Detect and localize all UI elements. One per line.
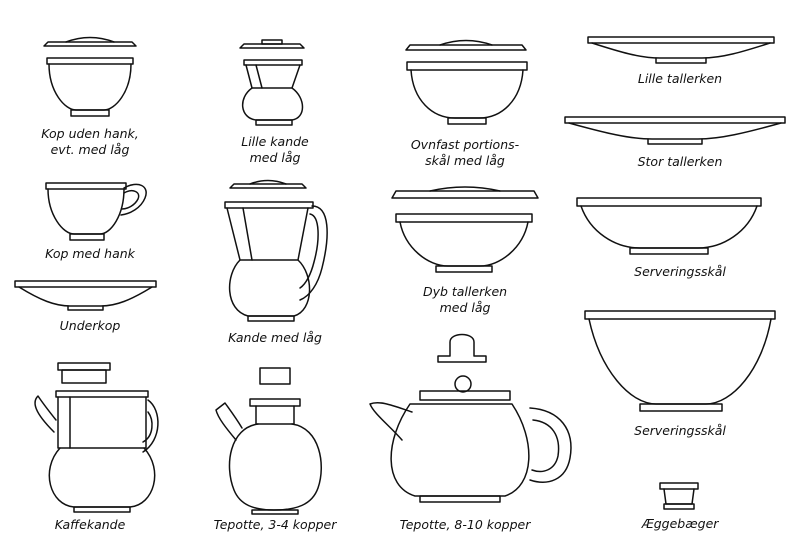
- coffee-pot-drawing: [34, 390, 159, 513]
- egg-cup-drawing: [659, 482, 699, 510]
- label-cup-without-handle: Kop uden hank,evt. med låg: [41, 126, 139, 157]
- label-portion-bowl: Ovnfast portions-skål med låg: [410, 137, 520, 168]
- label-jug-with-lid: Kande med låg: [228, 330, 322, 345]
- coffee-pot-lid-drawing: [57, 362, 111, 384]
- cup-without-handle-drawing: [46, 57, 134, 117]
- label-teapot-small: Tepotte, 3-4 kopper: [213, 517, 337, 532]
- teapot-small-lid-drawing: [259, 367, 291, 385]
- label-large-plate: Stor tallerken: [637, 154, 723, 169]
- deep-plate-drawing: [395, 213, 533, 273]
- deep-plate-lid-drawing: [391, 186, 539, 199]
- label-teapot-large: Tepotte, 8-10 kopper: [399, 517, 531, 532]
- small-jug-lid-drawing: [239, 39, 305, 49]
- label-coffee-pot: Kaffekande: [54, 517, 126, 532]
- cup-lid-drawing: [43, 36, 137, 47]
- saucer-drawing: [14, 280, 157, 311]
- teapot-large-lid-drawing: [437, 333, 487, 363]
- label-cup-with-handle: Kop med hank: [45, 246, 135, 261]
- portion-bowl-lid-drawing: [405, 39, 527, 51]
- label-serving-bowl-deep: Serveringsskål: [634, 423, 726, 438]
- label-egg-cup: Æggebæger: [641, 516, 719, 531]
- jug-lid-drawing: [229, 179, 307, 189]
- small-jug-drawing: [242, 59, 304, 126]
- small-plate-drawing: [587, 36, 775, 64]
- label-saucer: Underkop: [59, 318, 121, 333]
- label-serving-bowl-shallow: Serveringsskål: [634, 264, 726, 279]
- label-small-plate: Lille tallerken: [637, 71, 723, 86]
- large-plate-drawing: [564, 116, 786, 145]
- jug-with-lid-drawing: [224, 201, 328, 322]
- teapot-small-drawing: [215, 398, 322, 515]
- serving-bowl-shallow-drawing: [576, 197, 762, 255]
- cup-with-handle-drawing: [45, 182, 147, 241]
- teapot-large-drawing: [369, 375, 572, 503]
- portion-bowl-drawing: [406, 61, 528, 125]
- serving-bowl-deep-drawing: [584, 310, 776, 412]
